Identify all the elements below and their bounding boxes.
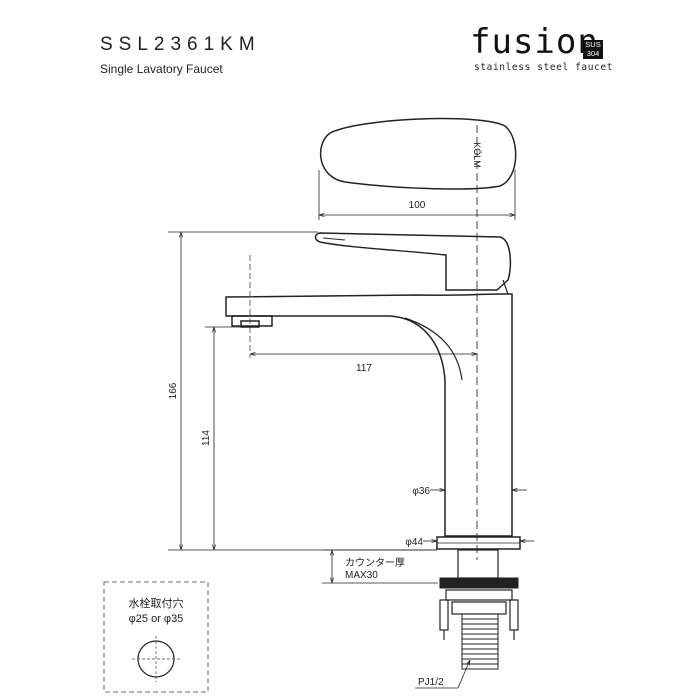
hole-box-sizes: φ25 or φ35 xyxy=(129,613,184,625)
handle-top-view: KÖLM xyxy=(320,117,517,190)
sus-badge-line2: 304 xyxy=(586,49,600,58)
dim-117-label: 117 xyxy=(356,363,372,374)
dim-phi44-label: φ44 xyxy=(405,537,423,548)
mounting-hole-box: 水栓取付穴 φ25 or φ35 xyxy=(103,581,209,693)
thread-label: PJ1/2 xyxy=(418,677,444,688)
thread-callout: PJ1/2 xyxy=(415,660,470,689)
dim-phi36-label: φ36 xyxy=(412,486,430,497)
brand-tagline: stainless steel faucet xyxy=(474,62,614,73)
dimension-handle-length: 100 xyxy=(318,170,516,220)
dimension-spout-reach: 117 xyxy=(249,255,477,374)
dim-166-label: 166 xyxy=(168,382,179,399)
dimension-total-height: 166 xyxy=(168,231,437,551)
counter-thickness-label: カウンター厚 xyxy=(345,557,405,569)
dim-100-label: 100 xyxy=(409,200,426,211)
model-number: SSL2361KM xyxy=(100,34,261,55)
faucet-side-view xyxy=(225,232,521,550)
mounting-shank xyxy=(439,549,519,670)
hole-box-title: 水栓取付穴 xyxy=(129,596,184,610)
brand-logo: fusion xyxy=(470,22,599,62)
sus304-badge: SUS 304 xyxy=(583,40,603,59)
dimension-base-diameter: φ44 xyxy=(405,537,534,548)
dimension-spout-height: 114 xyxy=(201,326,240,550)
counter-max-label: MAX30 xyxy=(345,570,378,581)
dim-114-label: 114 xyxy=(201,430,212,446)
dimension-body-diameter: φ36 xyxy=(412,486,527,497)
dimension-counter-thickness: カウンター厚 MAX30 xyxy=(322,549,438,584)
sus-badge-line1: SUS xyxy=(585,40,601,49)
product-subtitle: Single Lavatory Faucet xyxy=(100,62,223,76)
